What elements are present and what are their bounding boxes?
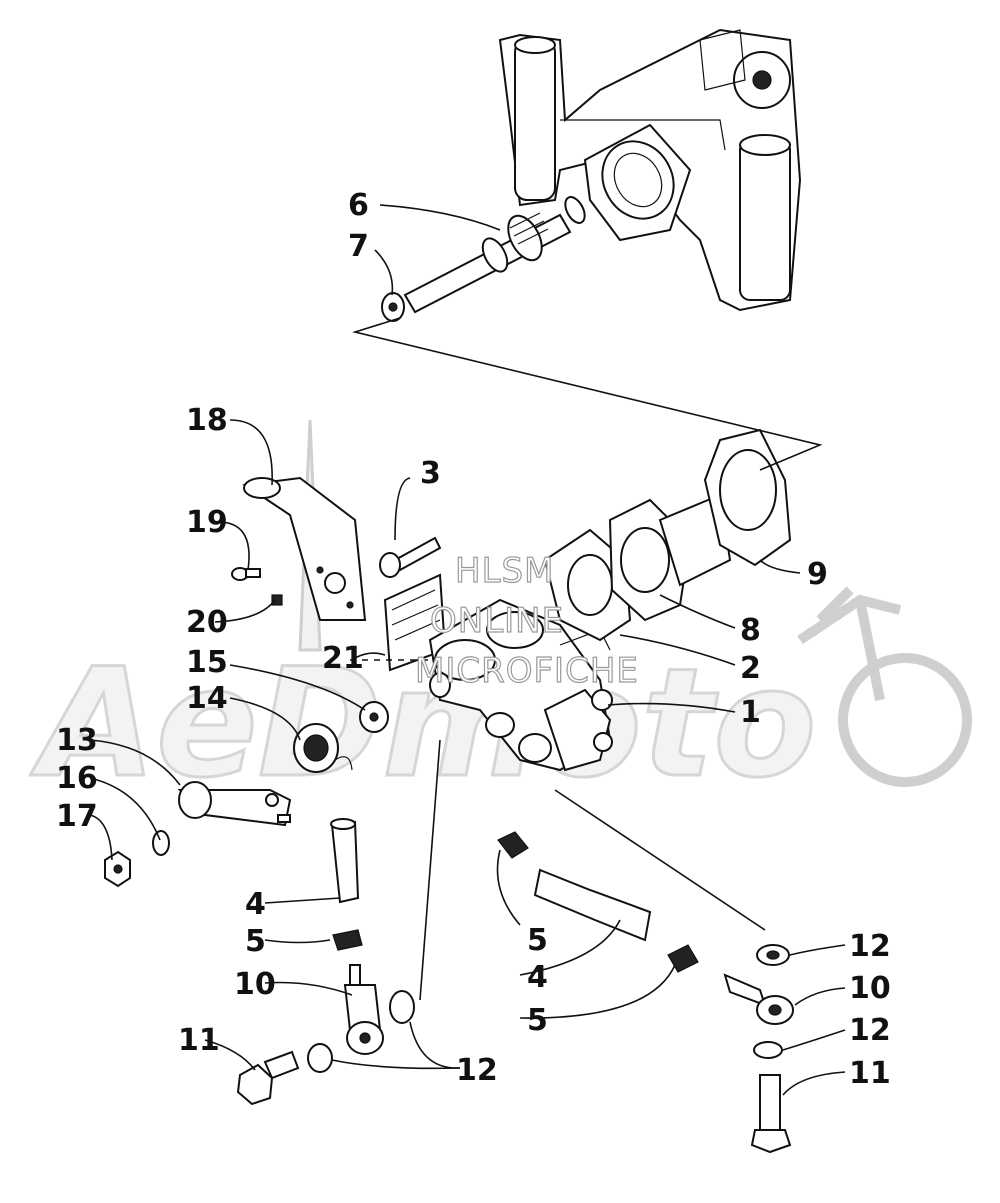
callout-3: 3 <box>420 456 441 491</box>
banjo-fitting-10-right <box>723 973 794 1025</box>
clamp-5-right-top <box>497 831 529 859</box>
gasket-2 <box>543 528 632 642</box>
callout-6: 6 <box>348 188 369 223</box>
callout-10-right: 10 <box>849 971 891 1006</box>
callout-5-left: 5 <box>245 924 266 959</box>
callout-11-left: 11 <box>178 1023 220 1058</box>
callout-15: 15 <box>186 645 228 680</box>
callout-9: 9 <box>807 557 828 592</box>
screw-19 <box>231 567 261 581</box>
callout-14: 14 <box>186 681 228 716</box>
lever-13 <box>177 781 292 827</box>
spacer-8 <box>608 493 732 622</box>
callout-labels: 6 7 18 3 19 20 21 15 14 13 16 17 9 8 2 1… <box>56 188 891 1091</box>
callout-11-right: 11 <box>849 1056 891 1091</box>
clamp-5-right-bottom <box>667 944 699 973</box>
callout-17: 17 <box>56 799 98 834</box>
nut-20 <box>271 594 283 606</box>
bracket-18 <box>242 476 367 621</box>
callout-10-left: 10 <box>234 967 276 1002</box>
callout-21: 21 <box>322 641 364 676</box>
watermark-line-1: HLSM <box>455 551 554 591</box>
nut-17 <box>104 850 131 888</box>
washer-12-right-b <box>753 1041 783 1059</box>
washer-15 <box>359 701 389 733</box>
banjo-bolt-11-right <box>750 1074 792 1154</box>
callout-12-left: 12 <box>456 1053 498 1088</box>
watermark-line-3: MICROFICHE <box>415 651 639 691</box>
callout-4-right: 4 <box>527 960 548 995</box>
washer-12-left-b <box>307 1043 333 1073</box>
clamp-5-left <box>332 929 363 951</box>
callout-18: 18 <box>186 403 228 438</box>
washer-12-left-a <box>389 990 415 1024</box>
alignment-lines <box>350 317 823 1001</box>
engine-case <box>498 28 802 312</box>
banjo-fitting-10-left <box>343 964 384 1055</box>
callout-13: 13 <box>56 723 98 758</box>
callout-16: 16 <box>56 761 98 796</box>
watermark-logo-text: AeDmoto <box>30 637 816 811</box>
watermark-line-2: ONLINE <box>430 601 564 641</box>
callout-12-right-a: 12 <box>849 929 891 964</box>
drive-gear-shaft <box>403 196 586 314</box>
callout-1: 1 <box>740 695 761 730</box>
washer-12-right-a <box>756 944 790 966</box>
callout-20: 20 <box>186 605 228 640</box>
spring-14 <box>293 723 353 773</box>
callout-8: 8 <box>740 613 761 648</box>
oil-hose-4-left <box>330 818 360 904</box>
callout-4-left: 4 <box>245 887 266 922</box>
callout-7: 7 <box>348 229 369 264</box>
oil-pump-body <box>428 598 613 772</box>
callout-19: 19 <box>186 505 228 540</box>
callout-2: 2 <box>740 651 761 686</box>
flange-gasket-9 <box>703 428 792 567</box>
callout-12-right-b: 12 <box>849 1013 891 1048</box>
callout-5-right-bottom: 5 <box>527 1003 548 1038</box>
watermark-motorcycle-icon <box>797 586 902 701</box>
callout-5-right-top: 5 <box>527 923 548 958</box>
oil-hose-4-right <box>533 868 652 942</box>
bolt-3 <box>379 536 442 578</box>
watermark-wheel-icon <box>838 653 972 787</box>
washer-16 <box>152 830 170 856</box>
banjo-bolt-11-left <box>236 1050 300 1106</box>
callout-leaders <box>89 204 846 1096</box>
watermark-text: HLSM ONLINE MICROFICHE <box>414 550 639 691</box>
washer-7 <box>381 292 405 322</box>
